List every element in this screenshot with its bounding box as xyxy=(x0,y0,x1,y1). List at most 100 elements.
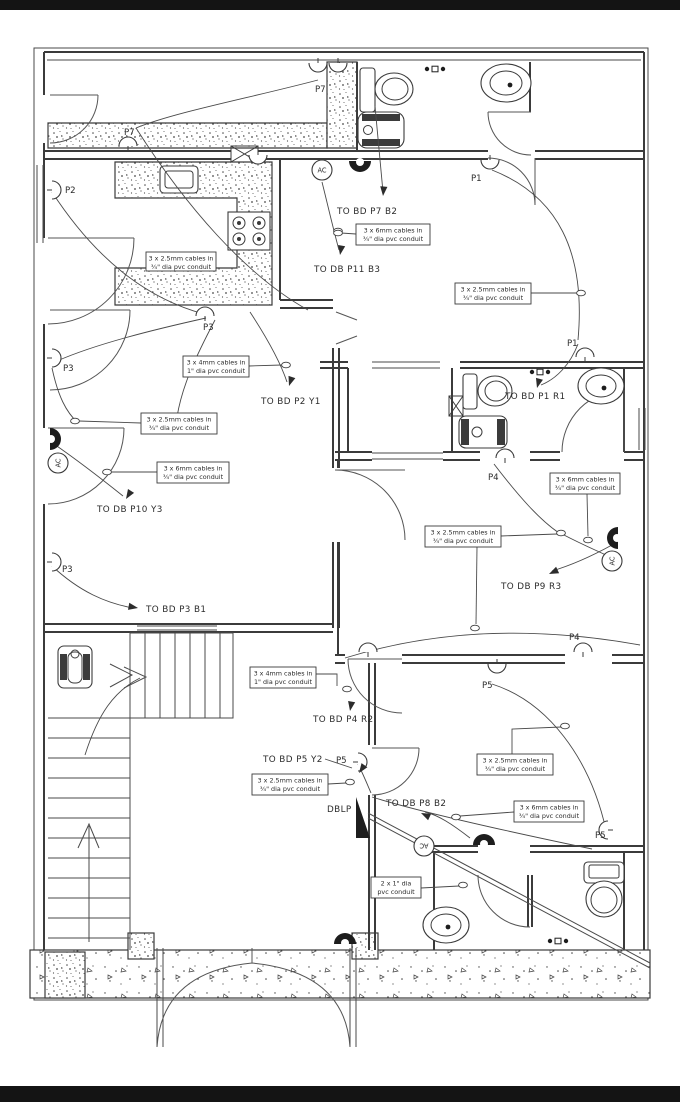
fan-dome xyxy=(50,428,61,450)
ac-unit-icon: AC xyxy=(601,550,623,572)
conduit-crossing-tick xyxy=(102,468,112,476)
fan-dome xyxy=(349,161,371,172)
switch-box xyxy=(431,65,439,73)
conduit-crossing-tick xyxy=(70,417,80,425)
wall-light-icon xyxy=(47,180,62,200)
route-leader xyxy=(324,758,353,769)
switch-cluster-icon xyxy=(547,937,569,945)
conduit-crossing-tick xyxy=(458,881,468,889)
wall-light-icon xyxy=(47,348,62,368)
staircase xyxy=(48,632,234,950)
conduit-crossing-tick xyxy=(281,361,291,369)
cable-callout: 3 x 2.5mm cables in¾" dia pvc conduit xyxy=(454,282,586,305)
door-arc xyxy=(487,157,536,206)
route-label: TO DB P8 B2 xyxy=(385,799,446,821)
route-label: TO BD P2 Y1 xyxy=(260,375,321,407)
conduit-crossing-tick xyxy=(345,778,355,786)
washbasin-icon xyxy=(577,367,625,405)
door-arc xyxy=(47,237,135,325)
light-dome xyxy=(195,306,215,317)
kitchen-sink-icon xyxy=(159,165,199,194)
leader-arrowhead xyxy=(535,377,543,388)
double-entry-doors xyxy=(156,948,351,1048)
walls-layer xyxy=(36,51,646,1047)
ac-text: AC xyxy=(54,458,62,467)
bathtub-icon xyxy=(458,415,508,449)
callout-line1: 2 x 1" dia xyxy=(381,880,412,888)
switch-dot xyxy=(440,66,446,72)
route-text: TO DB P11 B3 xyxy=(313,265,380,275)
callout-line2: ¾" dia pvc conduit xyxy=(433,537,494,545)
door-arc xyxy=(371,747,420,796)
callout-line1: 3 x 4mm cables in xyxy=(254,670,313,678)
callout-leader xyxy=(459,811,515,817)
callout-line1: 3 x 6mm cables in xyxy=(364,227,423,235)
switch-dot xyxy=(563,938,569,944)
squat-toilet-icon xyxy=(57,645,93,689)
wall-light-icon xyxy=(195,306,215,321)
ac-text: AC xyxy=(318,166,327,174)
leader-arrowhead xyxy=(348,701,356,711)
callout-box xyxy=(424,525,502,548)
fan-dome xyxy=(607,527,618,549)
callout-line1: 3 x 2.5mm cables in xyxy=(483,757,548,765)
route-text: TO BD P1 R1 xyxy=(504,392,566,402)
door-arc xyxy=(487,111,532,156)
ac-unit-icon: AC xyxy=(311,159,333,181)
route-label: TO DB P10 Y3 xyxy=(96,489,162,515)
switch-dot xyxy=(547,938,553,944)
ac-circle xyxy=(413,835,435,857)
top-frame-bar xyxy=(0,0,680,10)
light-dome xyxy=(487,663,507,674)
cable-callout: 3 x 4mm cables in1" dia pvc conduit xyxy=(182,355,291,378)
wall-light-icon xyxy=(47,552,62,572)
fixtures-layer xyxy=(57,63,625,944)
ac-circle xyxy=(47,452,69,474)
conduit-run xyxy=(51,79,641,850)
wall-light-icon xyxy=(573,642,593,657)
wall-light-icon xyxy=(118,136,138,151)
callout-line2: ¾" dia pvc conduit xyxy=(163,473,224,481)
light-dome xyxy=(328,62,348,73)
callout-box xyxy=(513,800,585,823)
wall-light-icon xyxy=(308,58,328,73)
ac-unit-icon: AC xyxy=(47,452,69,474)
light-dome xyxy=(358,642,378,653)
fan-hub xyxy=(480,840,488,848)
leader-arrowhead xyxy=(128,602,138,610)
point-label: P3 xyxy=(63,364,74,374)
cable-callout: 3 x 2.5mm cables in¾" dia pvc conduit xyxy=(424,525,566,632)
route-text: TO DB P8 B2 xyxy=(385,799,446,809)
ac-text: AC xyxy=(608,556,616,565)
wall-light-icon xyxy=(495,448,515,463)
callout-line2: ¾" dia pvc conduit xyxy=(260,785,321,793)
route-text: TO BD P2 Y1 xyxy=(260,397,321,407)
light-dome xyxy=(495,448,515,459)
point-label: P5 xyxy=(336,756,347,766)
fan-point-icon xyxy=(349,158,371,172)
callout-line1: 3 x 6mm cables in xyxy=(164,465,223,473)
callout-leader xyxy=(248,364,283,367)
swing-door-symbol xyxy=(335,311,358,345)
callout-line2: ¾" dia pvc conduit xyxy=(485,765,546,773)
cable-callout: 3 x 2.5mm cables in¾" dia pvc conduit xyxy=(251,773,355,796)
door-arc xyxy=(334,469,406,541)
switch-points xyxy=(424,65,569,945)
door-arc xyxy=(49,309,131,391)
leader-arrowhead xyxy=(359,763,368,773)
light-dome xyxy=(248,154,268,165)
light-dome xyxy=(575,347,595,358)
light-dome xyxy=(308,62,328,73)
route-text: TO BD P4 R2 xyxy=(312,715,374,725)
door-arc xyxy=(49,94,99,144)
light-dome xyxy=(573,642,593,653)
route-text: TO BD P7 B2 xyxy=(336,207,397,217)
column xyxy=(351,932,379,960)
leader-arrowhead xyxy=(380,186,388,196)
stairs-direction-curve xyxy=(84,677,141,756)
light-dome xyxy=(51,180,62,200)
conduit-crossing-tick xyxy=(556,529,566,537)
